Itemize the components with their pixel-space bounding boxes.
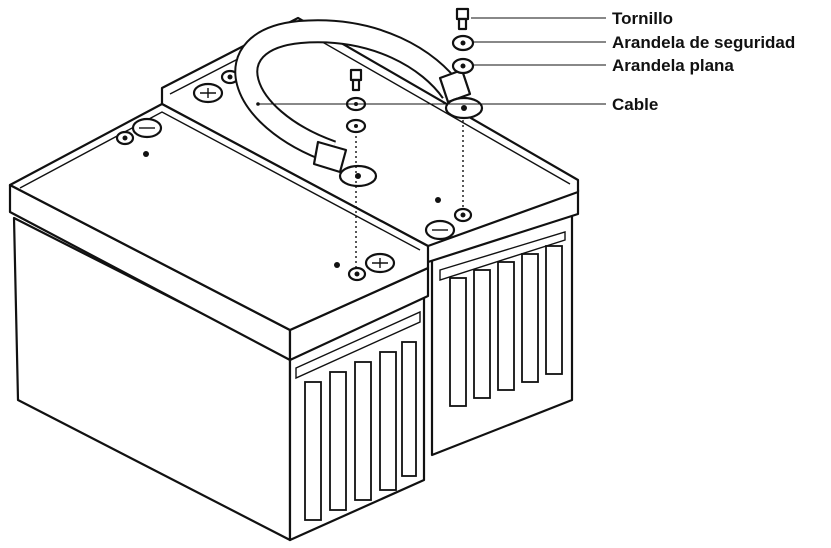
back-battery [160,16,580,457]
left-bolt [349,68,363,92]
label-lock-washer: Arandela de seguridad [612,33,795,52]
label-cable: Cable [612,95,658,114]
cable-lug-left [312,140,378,188]
right-bolt [455,7,470,31]
front-battery [8,102,430,542]
front-battery-positive-terminal [347,252,396,282]
back-battery-ribs [449,245,563,407]
back-battery-positive-terminal [192,82,224,104]
left-hardware-stack [345,68,367,270]
back-battery-negative-terminal [424,207,473,241]
right-hardware-stack [451,7,475,210]
cable-lug-right [438,68,484,120]
front-battery-negative-terminal [115,117,163,146]
front-battery-ribs [304,341,417,521]
front-battery-lid [8,102,430,332]
right-lock-washer [451,34,475,52]
leader-lines [256,17,606,106]
right-flat-washer [451,57,475,75]
cable [234,19,484,188]
left-flat-washer [345,118,367,134]
label-flat-washer: Arandela plana [612,56,734,75]
label-bolt: Tornillo [612,9,673,28]
